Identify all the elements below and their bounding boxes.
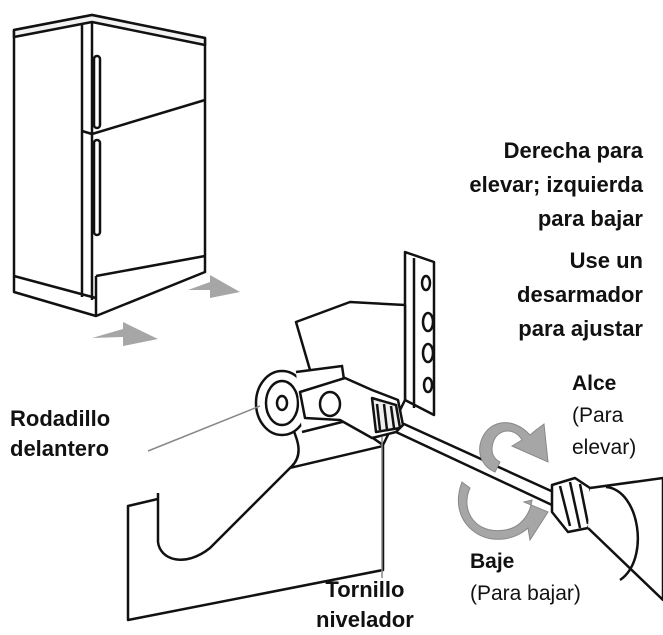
wrench-icon (298, 376, 406, 440)
direction-label: Derecha para elevar; izquierda para baja… (469, 138, 643, 231)
leveling-screw-label: Tornillo nivelador (316, 577, 414, 632)
screwdriver-icon (394, 422, 663, 602)
screwdriver-instruction-label: Use un desarmador para ajustar (517, 248, 643, 341)
lower-label: Baje (Para bajar) (470, 550, 581, 605)
leader-lines (147, 405, 383, 578)
leveling-bracket-icon (126, 250, 436, 622)
push-arrow-icon (92, 275, 240, 346)
raise-label: Alce (Para elevar) (572, 372, 637, 459)
rotation-arrow-icon (457, 422, 549, 542)
roller-label: Rodadillo delantero (10, 406, 111, 461)
refrigerator-icon (12, 13, 207, 318)
